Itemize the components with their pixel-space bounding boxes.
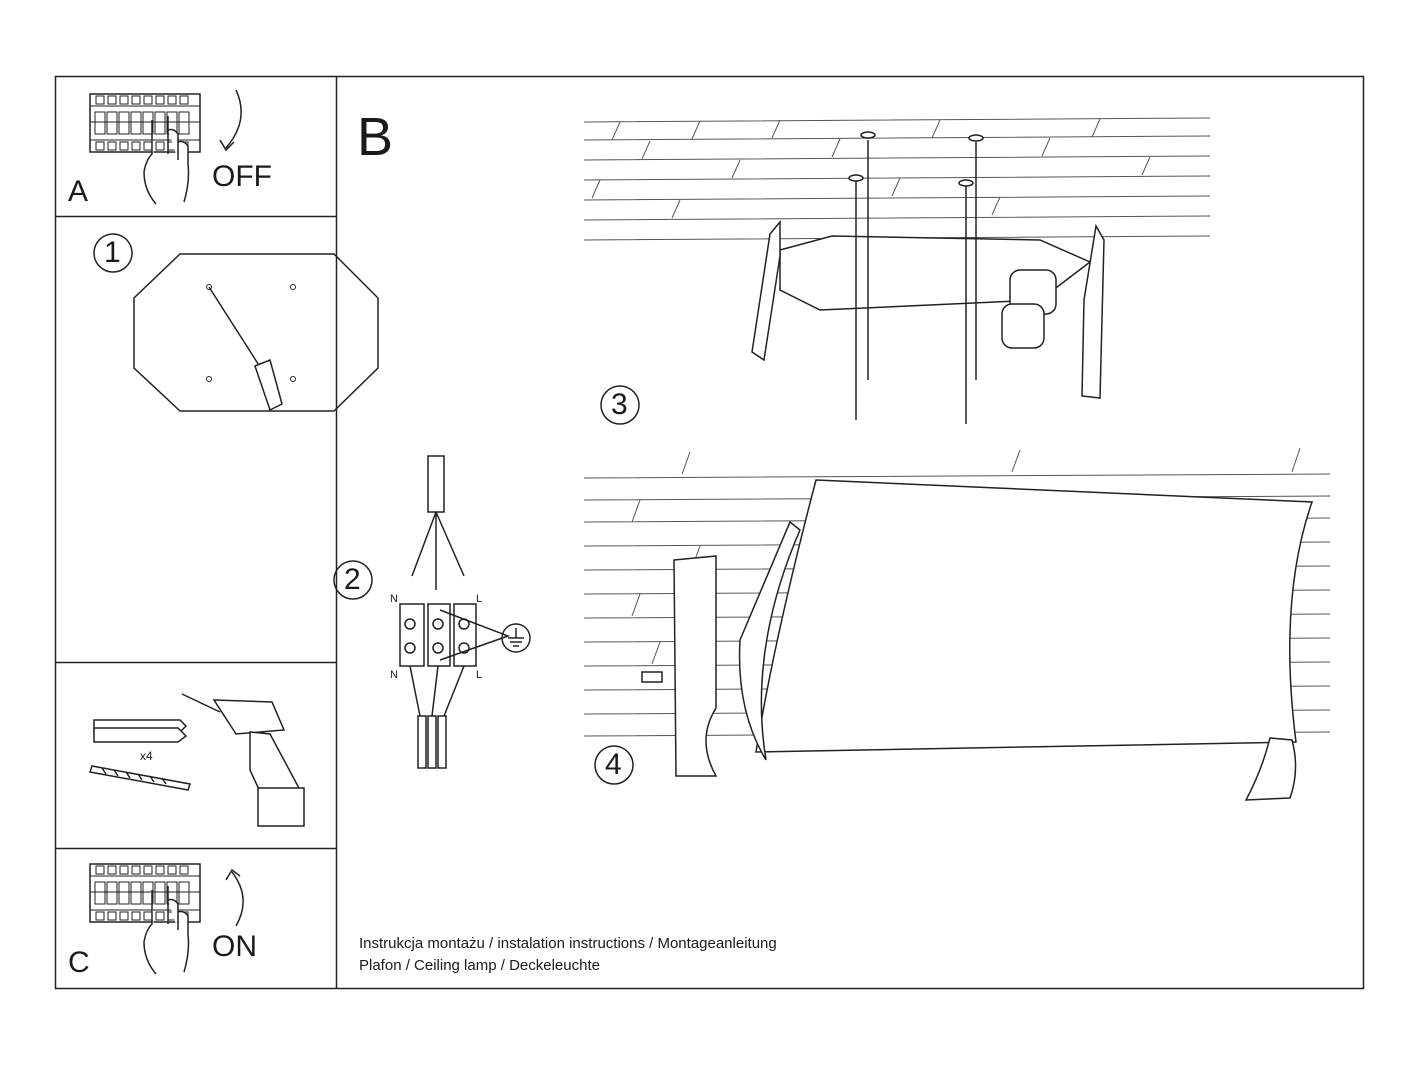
- footer-line-1: Instrukcja montażu / instalation instruc…: [359, 935, 777, 952]
- panel-c-letter: C: [68, 946, 90, 979]
- drill-icon: [181, 693, 305, 827]
- screw-icon: [89, 765, 191, 791]
- ground-symbol-icon: [501, 623, 531, 653]
- lamp-bracket: [751, 131, 1105, 424]
- live-bottom-label: L: [476, 669, 483, 681]
- neutral-bottom-label: N: [390, 669, 398, 681]
- neutral-top-label: N: [390, 593, 398, 605]
- step-3-number: 3: [611, 388, 628, 421]
- footer-line-2: Plafon / Ceiling lamp / Deckeleuchte: [359, 957, 600, 974]
- step-1-number: 1: [104, 236, 121, 269]
- mounting-plate: [133, 253, 379, 412]
- quantity-label: x4: [140, 749, 153, 763]
- arrow-up-icon: [231, 871, 244, 927]
- switch-on-label: ON: [212, 930, 257, 963]
- ceiling-icon: [583, 117, 1211, 241]
- step-2-number: 2: [344, 563, 361, 596]
- step-4-number: 4: [605, 748, 622, 781]
- live-top-label: L: [476, 593, 483, 605]
- switch-off-label: OFF: [212, 160, 272, 193]
- panel-b-letter: B: [357, 107, 394, 167]
- wall-plug-icon: [93, 719, 188, 743]
- lamp-icon: [641, 479, 1314, 801]
- arrow-down-icon: [225, 89, 242, 149]
- terminal-block: [399, 455, 511, 769]
- panel-a-letter: A: [68, 175, 89, 208]
- screwdriver-icon: [208, 286, 283, 412]
